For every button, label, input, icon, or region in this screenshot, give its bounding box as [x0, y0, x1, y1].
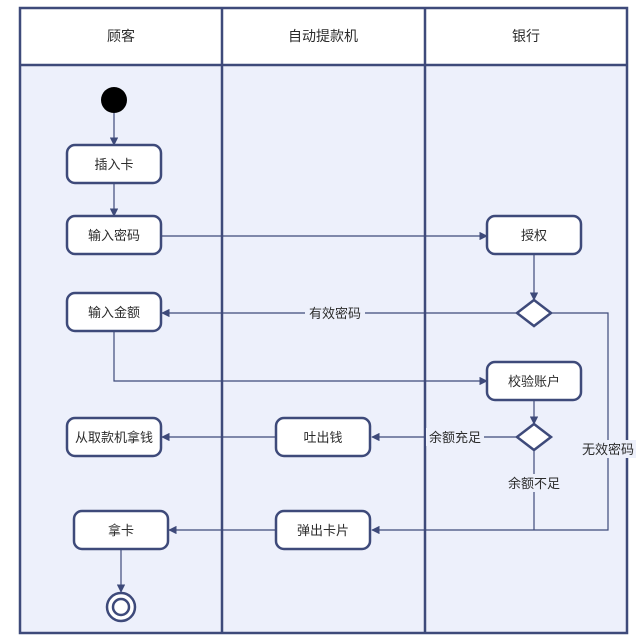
- label-take-card: 拿卡: [108, 523, 134, 539]
- decision-balance: [514, 422, 554, 452]
- lane-title-customer: 顾客: [107, 28, 135, 45]
- label-eject-card: 弹出卡片: [297, 524, 349, 539]
- edge-label-bg-valid: [305, 304, 365, 322]
- label-enter-amount: 输入金额: [88, 305, 140, 321]
- edge-label-bg-invalid: [580, 440, 636, 458]
- label-dispense-cash: 吐出钱: [303, 431, 342, 446]
- edge-label-balance-sufficient: 余额充足: [429, 430, 481, 446]
- edge-label-balance-insufficient: 余额不足: [508, 476, 560, 492]
- header-row: [20, 8, 627, 65]
- node-enter-amount: [65, 291, 163, 333]
- node-authorize: [485, 214, 583, 256]
- edge-label-invalid-password: 无效密码: [582, 442, 634, 458]
- edge-invalid-password: [534, 312, 609, 531]
- node-take-money: [65, 416, 163, 458]
- edge-enter-amount-to-verify-account: [113, 332, 488, 386]
- decision-password: [514, 298, 554, 328]
- edge-label-valid-password: 有效密码: [309, 306, 361, 322]
- end-node-inner: [111, 597, 131, 617]
- start-node: [101, 87, 127, 113]
- label-enter-password: 输入密码: [88, 228, 140, 244]
- node-verify-account: [485, 360, 583, 402]
- node-enter-password: [65, 214, 163, 256]
- diagram-frame: [18, 6, 629, 635]
- lane-title-bank: 银行: [512, 29, 540, 45]
- lane-body-bank: [425, 65, 627, 633]
- label-authorize: 授权: [521, 228, 547, 244]
- label-verify-account: 校验账户: [508, 374, 560, 390]
- node-insert-card: [65, 143, 163, 185]
- label-insert-card: 插入卡: [94, 158, 133, 173]
- node-eject-card: [274, 509, 372, 551]
- node-dispense-cash: [274, 416, 372, 458]
- edge-label-bg-insufficient: [505, 474, 563, 492]
- label-take-money: 从取款机拿钱: [75, 430, 153, 446]
- edge-label-bg-sufficient: [426, 428, 484, 446]
- node-take-card: [72, 509, 170, 551]
- lane-title-atm: 自动提款机: [288, 29, 358, 45]
